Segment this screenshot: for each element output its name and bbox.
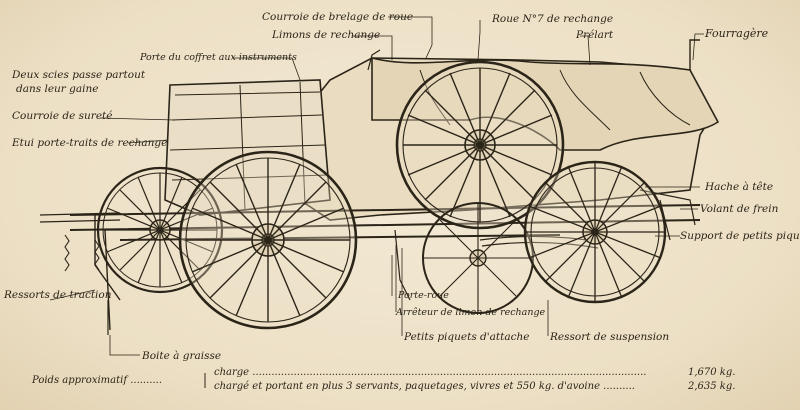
- wheel-front: [178, 150, 358, 330]
- label-fourragere: Fourragère: [705, 27, 769, 40]
- footer-label: Poids approximatif ..........: [32, 376, 162, 386]
- footer-line2: chargé et portant en plus 3 servants, pa…: [214, 382, 635, 392]
- footer-line2-value: 2,635 kg.: [688, 381, 736, 392]
- label-roue-rechange: Roue N°7 de rechange: [492, 13, 614, 25]
- label-support: Support de petits piquet.: [680, 230, 800, 242]
- wheel-rear-left: [96, 166, 224, 294]
- label-porte-roue: Porte-roue: [398, 290, 449, 301]
- label-etui: Etui porte-traits de rechange: [12, 137, 168, 149]
- footer-label-text: Poids approximatif: [32, 375, 128, 386]
- label-boite: Boite à graisse: [142, 350, 222, 362]
- label-arreteur: Arrêteur de limon de rechange: [396, 307, 546, 318]
- traction-spring: [64, 234, 70, 272]
- footer-line1-text: charge: [214, 367, 250, 378]
- label-prelart: Prélart: [576, 29, 614, 41]
- label-hache: Hache à tête: [705, 181, 774, 193]
- label-limons-rechange: Limons de rechange: [272, 29, 381, 41]
- wheel-rear-right: [523, 160, 667, 304]
- label-deux-scies-line1: Deux scies passe partout: [12, 69, 146, 81]
- label-porte-coffret: Porte du coffret aux instruments: [140, 52, 297, 63]
- footer-line2-dots: ..........: [600, 381, 635, 392]
- footer-dots: ..........: [127, 375, 162, 386]
- footer-line1: charge .................................…: [214, 368, 646, 378]
- label-volant: Volant de frein: [700, 203, 779, 215]
- label-ressort-suspension: Ressort de suspension: [550, 331, 670, 343]
- label-ressorts: Ressorts de traction: [4, 289, 112, 301]
- label-deux-scies-line2: dans leur gaine: [16, 83, 99, 95]
- label-courroie-bretelage: Courroie de brelage de roue: [262, 11, 414, 23]
- label-courroie-surete: Courroie de sureté: [12, 110, 113, 122]
- wheel-rear-mid: [422, 202, 534, 314]
- footer-line2-text: chargé et portant en plus 3 servants, pa…: [214, 381, 600, 392]
- label-petits-piquets: Petits piquets d'attache: [404, 331, 530, 343]
- wheel-spare: [395, 60, 565, 230]
- footer-line1-value: 1,670 kg.: [688, 367, 736, 378]
- footer-line1-dots: ........................................…: [249, 367, 647, 378]
